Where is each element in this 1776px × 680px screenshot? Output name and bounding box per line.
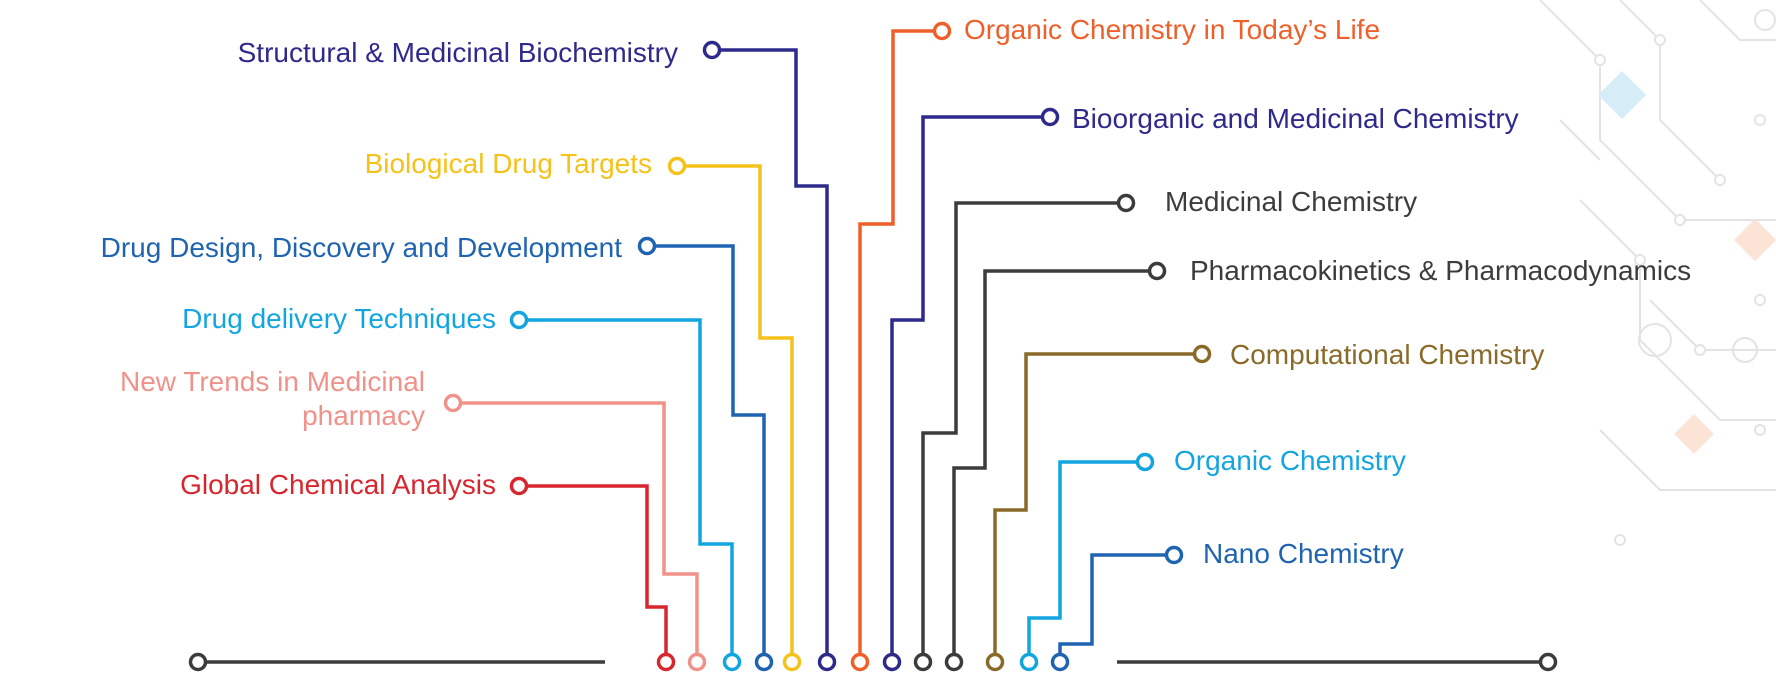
topic-drug-design[interactable]: Drug Design, Discovery and Development: [100, 232, 622, 263]
wire-structural: [720, 48, 829, 662]
label-node-organic-life: [932, 21, 952, 41]
wire-pharmacokinetics: [952, 269, 1149, 662]
right-connector-organic: [1019, 452, 1155, 672]
label-node-biological: [667, 156, 687, 176]
baseline: [188, 652, 1558, 672]
deco-diamond-orange: [1733, 218, 1776, 262]
right-connector-pharmacokinetics: [944, 261, 1167, 672]
wire-new-trends: [461, 401, 699, 662]
baseline-right-end-node: [1538, 652, 1558, 672]
base-node-organic: [1019, 652, 1039, 672]
base-node-drug-design: [754, 652, 774, 672]
deco-node: [1754, 294, 1766, 306]
label-node-bioorganic: [1040, 107, 1060, 127]
deco-line: [1539, 0, 1776, 221]
deco-ring: [1638, 323, 1672, 357]
deco-diamond-peach: [1674, 414, 1714, 454]
wire-global-analysis: [527, 484, 668, 662]
topic-nano-chemistry[interactable]: Nano Chemistry: [1203, 538, 1404, 569]
label-node-structural: [702, 40, 722, 60]
deco-line: [1619, 0, 1721, 181]
left-connector-new-trends: [443, 393, 707, 672]
deco-node: [1614, 534, 1626, 546]
deco-node: [1714, 174, 1726, 186]
topic-medicinal-chemistry[interactable]: Medicinal Chemistry: [1165, 186, 1418, 217]
wire-organic: [1027, 460, 1137, 662]
right-connector-organic-life: [850, 21, 952, 672]
topic-organic-chemistry[interactable]: Organic Chemistry: [1174, 445, 1406, 476]
label-node-computational: [1192, 344, 1212, 364]
label-node-nano: [1164, 545, 1184, 565]
connector-wires: [443, 21, 1212, 672]
deco-line: [1649, 299, 1776, 351]
wire-organic-life: [858, 29, 934, 662]
deco-node: [1634, 254, 1646, 266]
label-node-medicinal: [1116, 193, 1136, 213]
label-node-global-analysis: [509, 476, 529, 496]
base-node-global-analysis: [656, 652, 676, 672]
left-connector-drug-delivery: [509, 310, 742, 672]
base-node-nano: [1050, 652, 1070, 672]
deco-line: [1599, 429, 1776, 491]
deco-line: [1559, 119, 1601, 161]
topic-pharmacokinetics[interactable]: Pharmacokinetics & Pharmacodynamics: [1190, 255, 1692, 286]
topic-drug-delivery[interactable]: Drug delivery Techniques: [182, 303, 496, 334]
wire-medicinal: [921, 201, 1118, 662]
deco-node: [1654, 34, 1666, 46]
base-node-drug-delivery: [722, 652, 742, 672]
base-node-new-trends: [687, 652, 707, 672]
right-connector-computational: [985, 344, 1212, 672]
topic-new-trends[interactable]: New Trends in Medicinal pharmacy: [119, 366, 425, 431]
background-decoration: [1539, 0, 1776, 546]
wire-drug-design: [655, 244, 766, 662]
label-node-new-trends: [443, 393, 463, 413]
base-node-organic-life: [850, 652, 870, 672]
wire-nano: [1058, 553, 1166, 662]
deco-diamond-blue: [1597, 70, 1647, 120]
topic-biological-drug-targets[interactable]: Biological Drug Targets: [364, 148, 652, 179]
topic-structural-biochemistry[interactable]: Structural & Medicinal Biochemistry: [237, 37, 678, 68]
deco-node: [1754, 114, 1766, 126]
base-node-biological: [782, 652, 802, 672]
deco-line: [1699, 0, 1776, 41]
label-node-pharmacokinetics: [1147, 261, 1167, 281]
wire-drug-delivery: [527, 318, 734, 662]
wire-bioorganic: [890, 115, 1042, 662]
topic-bioorganic-medicinal[interactable]: Bioorganic and Medicinal Chemistry: [1072, 103, 1519, 134]
deco-node: [1754, 424, 1766, 436]
base-node-medicinal: [913, 652, 933, 672]
topic-global-chemical-analysis[interactable]: Global Chemical Analysis: [180, 469, 496, 500]
right-connector-bioorganic: [882, 107, 1060, 672]
deco-ring: [1754, 9, 1776, 31]
left-connector-global-analysis: [509, 476, 676, 672]
label-node-drug-delivery: [509, 310, 529, 330]
label-node-organic: [1135, 452, 1155, 472]
base-node-pharmacokinetics: [944, 652, 964, 672]
base-node-computational: [985, 652, 1005, 672]
label-node-drug-design: [637, 236, 657, 256]
base-node-bioorganic: [882, 652, 902, 672]
topic-computational-chemistry[interactable]: Computational Chemistry: [1230, 339, 1545, 370]
deco-node: [1594, 54, 1606, 66]
wire-biological: [685, 164, 794, 662]
left-connector-structural: [702, 40, 837, 672]
deco-node: [1674, 214, 1686, 226]
deco-node: [1694, 344, 1706, 356]
right-connector-medicinal: [913, 193, 1136, 672]
left-connector-drug-design: [637, 236, 774, 672]
deco-ring: [1732, 337, 1758, 363]
right-connector-nano: [1050, 545, 1184, 672]
topic-organic-chemistry-life[interactable]: Organic Chemistry in Today’s Life: [964, 14, 1381, 45]
left-connector-biological: [667, 156, 802, 672]
base-node-structural: [817, 652, 837, 672]
wire-computational: [993, 352, 1194, 662]
baseline-left-end-node: [188, 652, 208, 672]
